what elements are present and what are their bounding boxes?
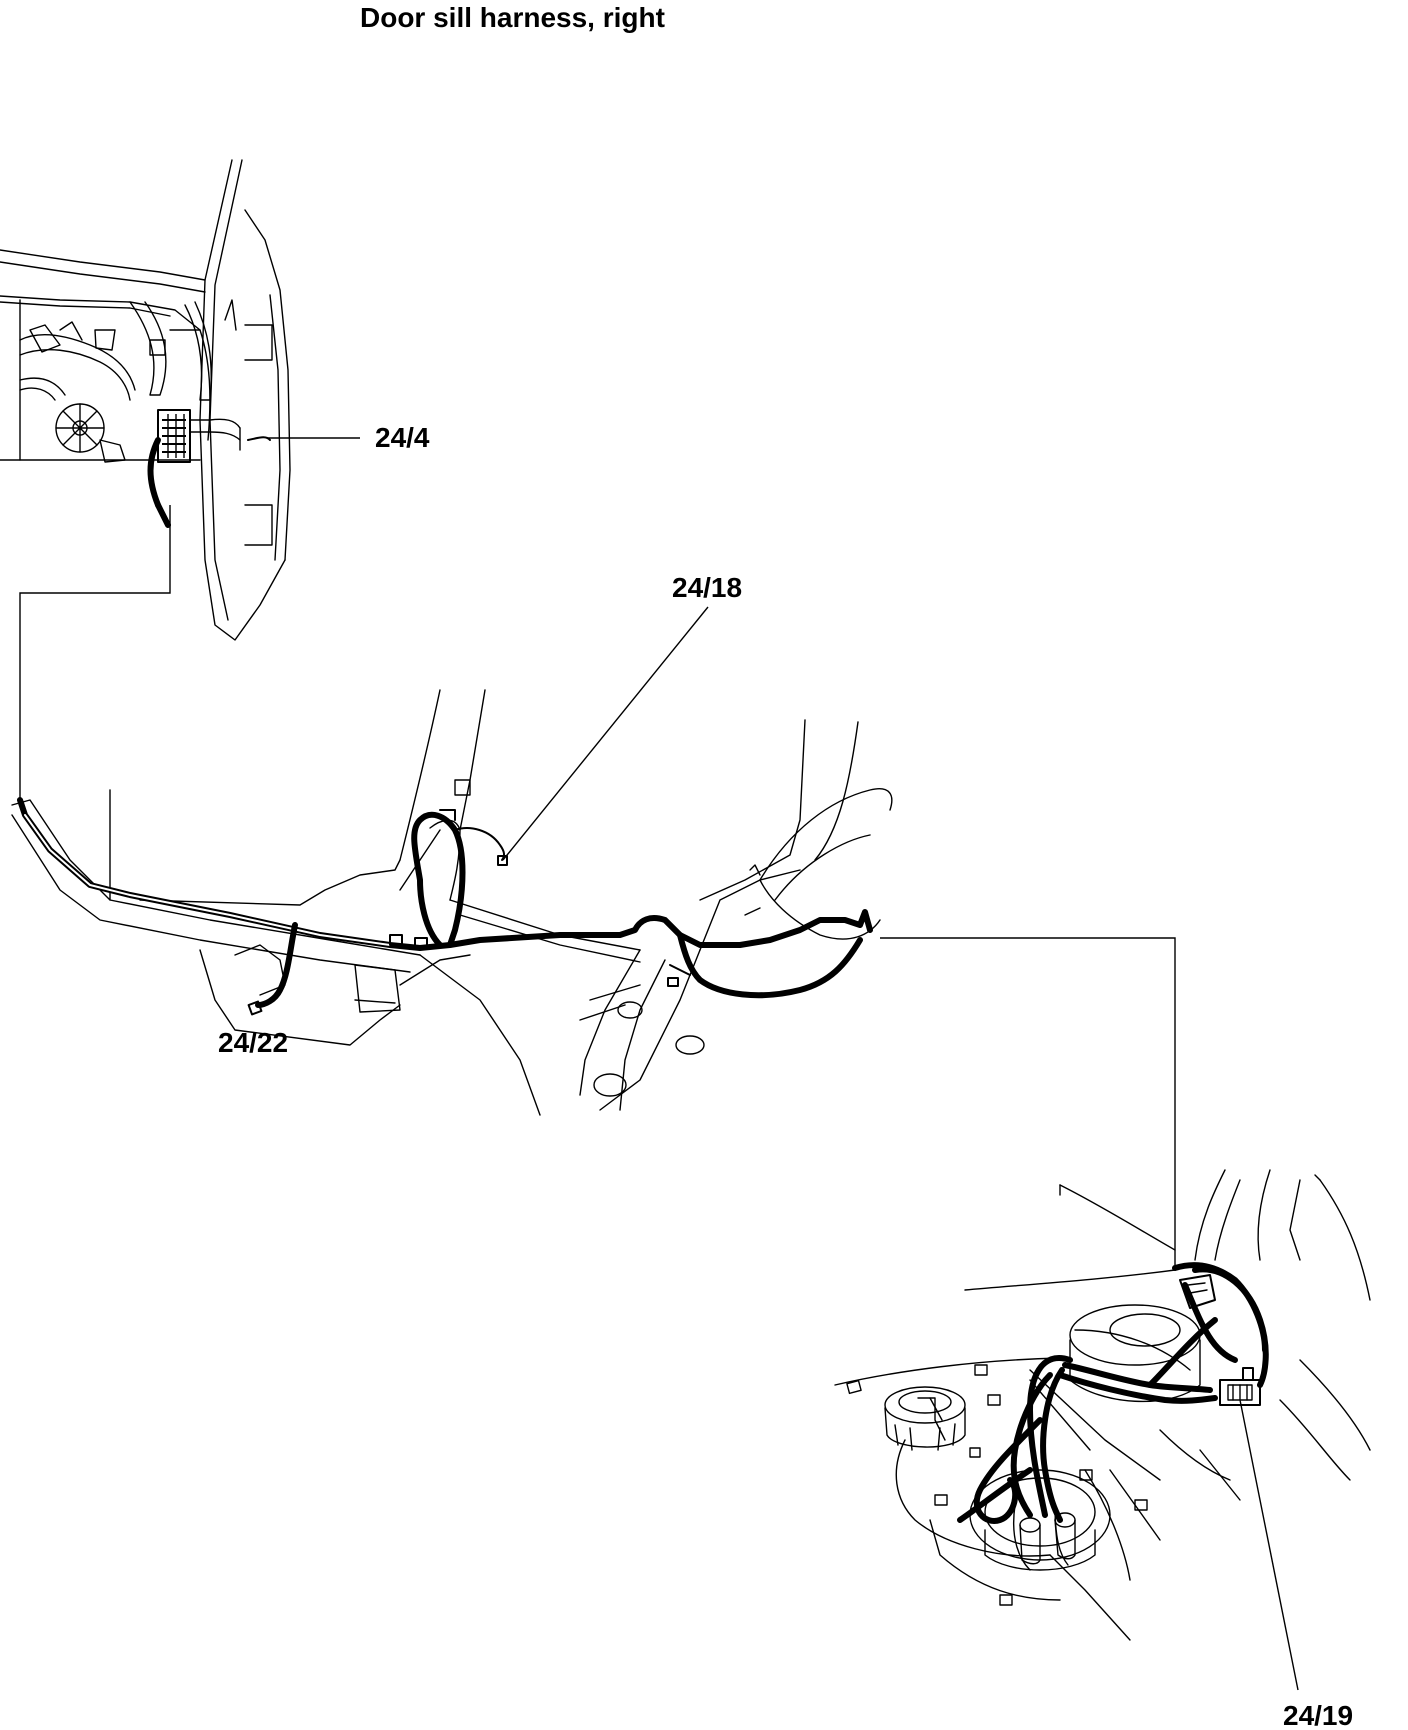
connection-line-lower	[880, 937, 1176, 1265]
rear-harness	[957, 1262, 1269, 1524]
connector-24-19	[1219, 1367, 1261, 1406]
leader-24-19	[1239, 1399, 1299, 1691]
blower-fan-icon	[55, 403, 126, 463]
pillar-view	[0, 159, 291, 641]
leader-24-18	[502, 606, 709, 861]
diagram-title: Door sill harness, right	[360, 2, 665, 33]
callout-24-19: 24/19	[1283, 1700, 1353, 1730]
connection-line-upper	[19, 505, 171, 800]
callout-24-22: 24/22	[218, 1027, 288, 1058]
fastener-icon	[846, 1364, 1148, 1606]
connector-24-4	[157, 409, 271, 463]
door-sill-harness	[17, 797, 873, 1016]
sill-view	[11, 689, 893, 1116]
fuel-pump-unit-left	[884, 1386, 966, 1451]
tank-view	[834, 1169, 1371, 1641]
callout-24-18: 24/18	[672, 572, 742, 603]
callout-24-4: 24/4	[375, 422, 430, 453]
